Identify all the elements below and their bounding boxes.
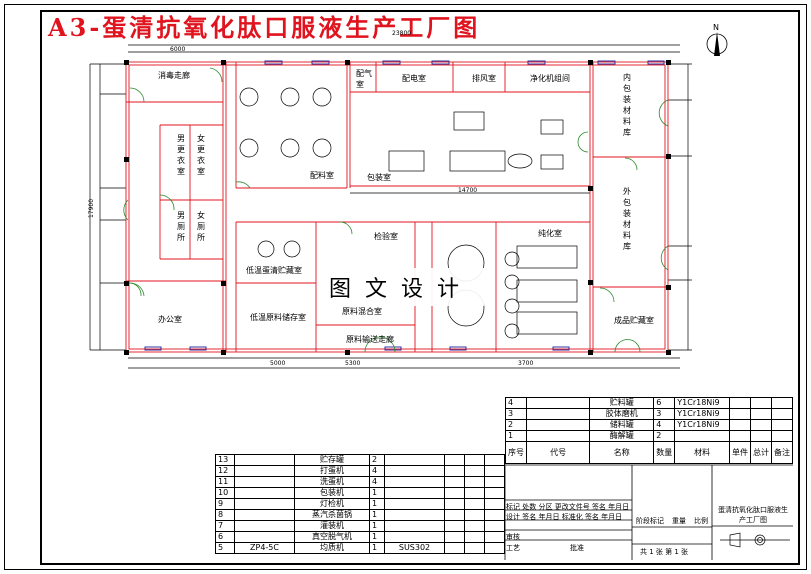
tb-row1: 标记 处数 分区 更改文件号 签名 年月日 — [506, 503, 630, 511]
room-mixing: 原料混合室 — [342, 307, 382, 316]
tb-sheets: 共 1 张 第 1 张 — [640, 548, 689, 556]
room-inner-pack: 内包装材料库 — [623, 73, 631, 137]
watermark: 图文设计 — [318, 268, 484, 306]
dim-bottom-5000: 5000 — [270, 360, 286, 367]
room-conveying: 原料输送走廊 — [346, 335, 394, 344]
projection-symbol-icon — [720, 532, 790, 548]
room-packing: 包装室 — [367, 173, 391, 182]
room-purifier: 净化机组间 — [530, 74, 570, 83]
room-inspection: 检验室 — [374, 232, 398, 241]
room-office: 办公室 — [158, 315, 182, 324]
tb-approve: 批准 — [570, 544, 584, 552]
bom-header-row: 序号代号名称数量材料单件总计备注 — [505, 441, 793, 464]
room-female-changing: 女更衣室 — [197, 134, 205, 176]
room-female-toilet: 女厕所 — [197, 211, 205, 242]
tb-weight: 重量 — [672, 517, 686, 525]
dim-bottom-3700: 3700 — [518, 360, 534, 367]
svg-text:N: N — [713, 23, 719, 32]
room-power: 配电室 — [402, 74, 426, 83]
room-purification: 纯化室 — [538, 229, 562, 238]
room-exhaust: 排风室 — [472, 74, 496, 83]
north-arrow-icon: N — [706, 23, 728, 56]
tb-process: 工艺 — [506, 544, 520, 552]
room-lowtemp-raw: 低温原料储存室 — [250, 313, 306, 322]
room-fire-corridor: 消毒走廊 — [158, 71, 190, 80]
room-outer-pack: 外包装材料库 — [623, 187, 631, 251]
room-lowtemp-egg: 低温蛋清贮藏室 — [246, 266, 302, 275]
room-male-changing: 男更衣室 — [177, 134, 185, 176]
room-male-toilet: 男厕所 — [177, 211, 185, 242]
dim-top-6000: 6000 — [170, 46, 186, 53]
dim-bottom-5300: 5300 — [345, 360, 361, 367]
inner-frame — [40, 10, 800, 565]
dim-top-total: 23800 — [392, 30, 412, 37]
tb-row2: 设计 签名 年月日 标准化 签名 年月日 — [506, 513, 623, 521]
tb-scale: 比例 — [694, 517, 708, 525]
tb-drawing-name: 蛋清抗氧化肽口服液生产工厂图 — [718, 506, 788, 524]
outer-frame — [4, 4, 807, 570]
dim-mid-14700: 14700 — [458, 187, 478, 194]
drawing-title: A3-蛋清抗氧化肽口服液生产工厂图 — [48, 13, 481, 42]
tb-stage: 阶段标记 — [636, 517, 664, 525]
room-gas: 配气室 — [356, 69, 372, 89]
tb-audit: 审核 — [506, 533, 520, 541]
room-product-store: 成品贮藏室 — [614, 316, 654, 325]
room-batching: 配料室 — [310, 171, 334, 180]
